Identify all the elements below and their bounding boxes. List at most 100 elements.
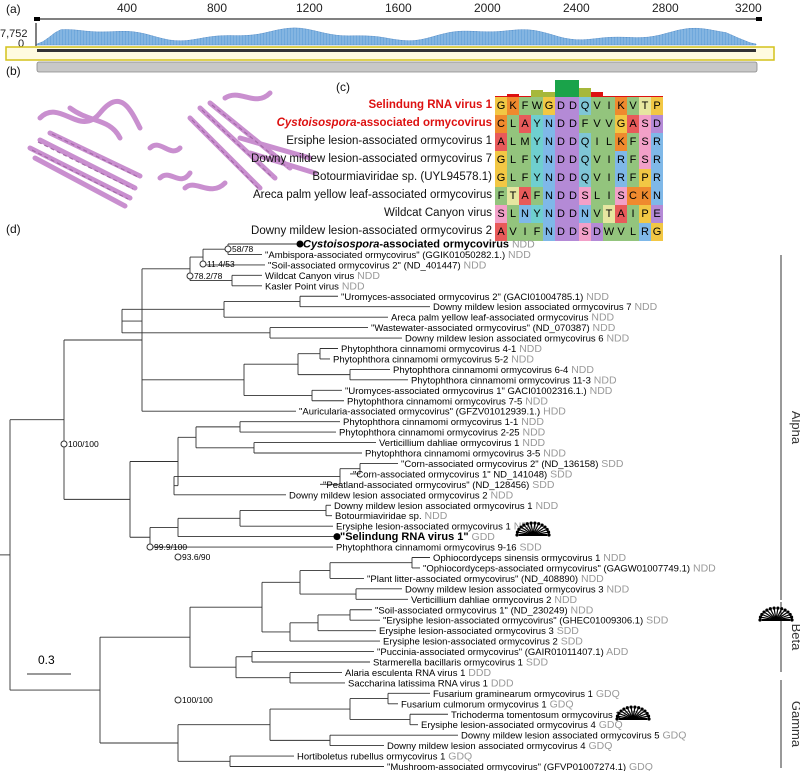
alignment-residue: N <box>543 151 555 169</box>
tree-leaf-label: Downy mildew lesion associated ormycovir… <box>461 730 686 742</box>
alignment-residue: D <box>555 151 567 169</box>
tree-leaf-label: "Ambispora-associated ormycovirus" (GGIK… <box>265 249 531 261</box>
clade-label: Beta <box>789 624 800 652</box>
alignment-residue: Y <box>531 169 543 187</box>
alignment-residue: N <box>543 187 555 205</box>
coverage-tick-label: 2400 <box>563 1 590 15</box>
alignment-residue: G <box>543 97 555 115</box>
tree-leaf-label: Phytophthora cinnamomi ormycovirus 11-3 … <box>411 374 617 386</box>
tree-leaf-label: "Ophiocordyceps-associated ormycovirus" … <box>423 562 716 574</box>
support-node <box>60 440 68 448</box>
coverage-plot <box>5 17 775 73</box>
tree-leaf-label: Verticillium dahliae ormycovirus 2 NDD <box>411 594 578 606</box>
alignment-residue: L <box>507 151 519 169</box>
tree-leaf-label: Downy mildew lesion associated ormycovir… <box>433 301 658 313</box>
alignment-residue: N <box>543 223 555 241</box>
alignment-residue: Q <box>579 169 591 187</box>
tree-leaf-label: Erysiphe lesion-associated ormycovirus 3… <box>379 625 579 637</box>
alignment-residue: D <box>555 187 567 205</box>
coverage-tick-label: 3200 <box>735 1 762 15</box>
tree-leaf-label: Downy mildew lesion associated ormycovir… <box>387 740 612 752</box>
alignment-residue: N <box>543 205 555 223</box>
alignment-residue: K <box>615 133 627 151</box>
tree-leaf-label: Phytophthora cinnamomi ormycovirus 3-5 N… <box>365 448 566 460</box>
support-value: 100/100 <box>68 439 99 449</box>
alignment-residue: L <box>507 169 519 187</box>
tree-leaf-label: Phytophthora cinnamomi ormycovirus 6-4 N… <box>393 364 594 376</box>
alignment-residue: D <box>555 169 567 187</box>
tree-leaf-label: Phytophthora cinnamomi ormycovirus 2-25 … <box>339 427 546 439</box>
alignment-residue: Y <box>531 133 543 151</box>
alignment-residue: R <box>639 223 651 241</box>
alignment-residue: P <box>639 205 651 223</box>
tree-leaf-label: Areca palm yellow leaf-associated ormyco… <box>391 312 615 324</box>
coverage-tick-label: 400 <box>117 1 138 15</box>
tree-leaf-label: Wildcat Canyon virus NDD <box>265 270 380 282</box>
tree-leaf-label: "Corn-associated ormycovirus 2" (ND_1361… <box>401 458 624 470</box>
tree-leaf-label: "Selindung RNA virus 1" GDD <box>340 531 495 543</box>
alignment-residue: I <box>591 133 603 151</box>
alignment-residue: F <box>531 187 543 205</box>
fungus-icon <box>758 606 794 622</box>
alignment-residue: R <box>615 151 627 169</box>
tree-leaf-label: Downy mildew lesion associated ormycovir… <box>405 333 630 345</box>
alignment-residue: L <box>591 187 603 205</box>
panel-label-d: (d) <box>6 222 21 236</box>
alignment-residue: A <box>627 115 639 133</box>
alignment-residue: G <box>495 97 507 115</box>
tree-leaf-label: "Soil-associated ormycovirus 1" (ND_2302… <box>375 604 594 616</box>
coverage-tick-label: 1200 <box>296 1 323 15</box>
alignment-residue: N <box>543 115 555 133</box>
tree-leaf-label: "Puccinia-associated ormycovirus" (GAIR0… <box>377 646 629 658</box>
scale-bar-label: 0.3 <box>38 653 55 667</box>
alignment-residue: D <box>567 115 579 133</box>
tree-leaf-label: "Corn-associated ormycovirus 1" ND_14104… <box>353 468 573 480</box>
alignment-residue: D <box>555 223 567 241</box>
alignment-residue: I <box>519 223 531 241</box>
tree-leaf-label: "Soil-associated ormycovirus 2" (ND_4014… <box>268 259 487 271</box>
tree-leaf-label: Phytophthora cinnamomi ormycovirus 4-1 N… <box>341 343 542 355</box>
tree-leaf-label: Hortiboletus rubellus ormycovirus 1 GDQ <box>297 751 472 763</box>
tree-leaf-label: Erysiphe lesion-associated ormycovirus 4… <box>421 719 623 731</box>
tree-leaf-label: Kasler Point virus NDD <box>265 280 365 292</box>
alignment-residue: T <box>507 187 519 205</box>
alignment-residue: V <box>591 151 603 169</box>
alignment-residue: S <box>579 223 591 241</box>
alignment-residue: P <box>651 97 663 115</box>
alignment-residue: D <box>591 223 603 241</box>
support-value: 78.2/78 <box>194 271 223 281</box>
alignment-residue: A <box>495 133 507 151</box>
alignment-residue: I <box>603 169 615 187</box>
alignment-row-label: Botourmiaviridae sp. (UYL94578.1) <box>312 171 492 183</box>
alignment-residue: C <box>627 187 639 205</box>
highlight-tip-marker <box>296 240 304 248</box>
tree-leaf-label: Phytophthora cinnamomi ormycovirus 5-2 N… <box>333 353 534 365</box>
alignment-residue: F <box>519 169 531 187</box>
orf-bar <box>36 61 758 73</box>
alignment-residue: N <box>519 205 531 223</box>
alignment-residue: R <box>615 169 627 187</box>
alignment-row-label: Wildcat Canyon virus <box>383 207 492 219</box>
alignment-residue: N <box>579 205 591 223</box>
alignment-residue: D <box>567 151 579 169</box>
alignment-residue: V <box>591 205 603 223</box>
alignment-residue: K <box>615 97 627 115</box>
alignment-residue: G <box>495 169 507 187</box>
alignment-residue: C <box>495 115 507 133</box>
axis-end-marker <box>756 17 762 21</box>
alignment-residue: I <box>603 97 615 115</box>
alignment-residue: N <box>543 133 555 151</box>
alignment-residue: A <box>519 115 531 133</box>
alignment-residue: K <box>507 97 519 115</box>
alignment-residue: G <box>495 151 507 169</box>
alignment-residue: S <box>495 205 507 223</box>
alignment-residue: L <box>507 115 519 133</box>
alignment-residue: D <box>555 115 567 133</box>
tree-leaf-label: "Uromyces-associated ormycovirus 1" GACI… <box>345 385 613 397</box>
support-value: 99.9/100 <box>154 542 187 552</box>
alignment-residue: L <box>603 133 615 151</box>
alignment-residue: V <box>603 115 615 133</box>
alignment-residue: L <box>507 133 519 151</box>
alignment-residue: D <box>567 223 579 241</box>
alignment-row-label: Cystoisospora-associated ormycovirus <box>276 117 492 129</box>
